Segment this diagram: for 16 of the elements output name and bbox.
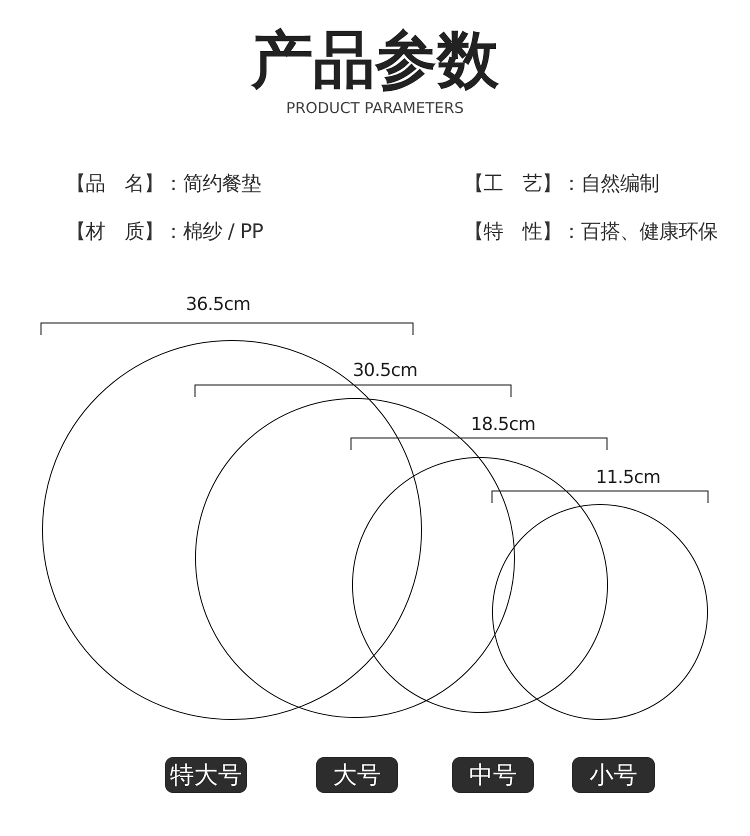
size-tag: 中号 [452, 757, 534, 793]
size-tag: 特大号 [165, 757, 247, 793]
size-tag: 大号 [316, 757, 398, 793]
spec-text: 【品 名】：简约餐垫 [66, 170, 261, 197]
spec-text: 【材 质】：棉纱 / PP [66, 218, 264, 245]
dimension-label: 30.5cm [352, 360, 418, 381]
dimension-label: 18.5cm [470, 414, 536, 435]
spec-text: 【工 艺】：自然编制 [464, 170, 659, 197]
placemat-outline [492, 504, 708, 720]
dimension-label: 36.5cm [186, 294, 250, 315]
placemat-outline [42, 340, 422, 720]
subtitle: PRODUCT PARAMETERS [286, 99, 464, 117]
size-tag: 小号 [572, 757, 655, 793]
dimension-label: 11.5cm [596, 467, 660, 488]
spec-text: 【特 性】：百搭、健康环保 [464, 218, 718, 245]
title: 产品参数 [250, 22, 500, 98]
